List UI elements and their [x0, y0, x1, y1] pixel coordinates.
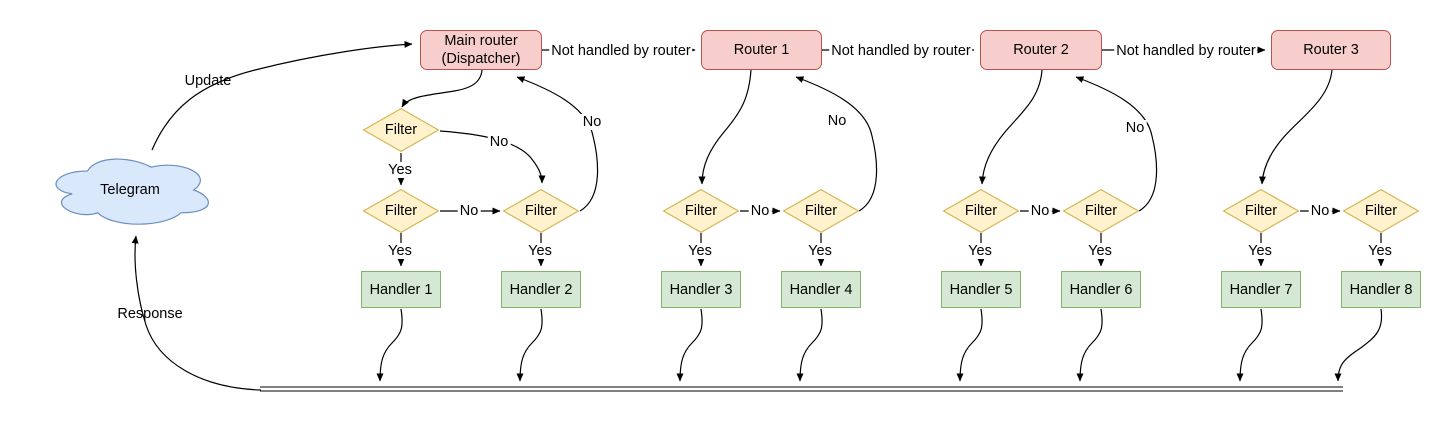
edge-h5-bus: [956, 308, 983, 382]
edge-h7-bus: [1236, 308, 1263, 382]
edge-h2-bus: [516, 308, 543, 382]
filter-node-8: Filter: [1343, 189, 1419, 233]
yes-label: Yes: [1246, 243, 1274, 259]
no-label: No: [825, 113, 849, 129]
filter-label: Filter: [384, 203, 418, 219]
edge-h4-bus: [796, 308, 823, 382]
filter-node-7: Filter: [1223, 189, 1299, 233]
filter-label: Filter: [964, 203, 998, 219]
yes-label: Yes: [966, 243, 994, 259]
no-label: No: [457, 203, 481, 219]
handler-1-label: Handler 1: [369, 281, 433, 298]
router-2-label: Router 2: [1013, 42, 1069, 58]
edge-router2-to-filter: [978, 69, 1043, 185]
filter-label: Filter: [384, 122, 418, 138]
yes-label: Yes: [526, 243, 554, 259]
filter-label: Filter: [804, 203, 838, 219]
filter-label: Filter: [1364, 203, 1398, 219]
handler-1-node: Handler 1: [361, 271, 441, 308]
main-router-label: Main router (Dispatcher): [441, 33, 521, 67]
no-label: No: [1123, 120, 1147, 136]
edge-topfilter-no: [439, 130, 546, 184]
yes-label: Yes: [1366, 243, 1394, 259]
handler-2-node: Handler 2: [501, 271, 581, 308]
no-label: No: [580, 114, 604, 130]
handler-3-node: Handler 3: [661, 271, 741, 308]
telegram-label: Telegram: [100, 182, 160, 198]
edge-update: [151, 40, 413, 151]
handler-5-node: Handler 5: [941, 271, 1021, 308]
filter-node-6: Filter: [1063, 189, 1139, 233]
not-handled-label-2: Not handled by router: [829, 43, 973, 59]
filter-label: Filter: [684, 203, 718, 219]
yes-label: Yes: [386, 243, 414, 259]
handler-6-label: Handler 6: [1069, 281, 1133, 298]
handler-5-label: Handler 5: [949, 281, 1013, 298]
cloud-shape: [55, 158, 209, 225]
filter-node-dispatcher-top: Filter: [363, 108, 439, 152]
filter-label: Filter: [524, 203, 558, 219]
yes-label: Yes: [1086, 243, 1114, 259]
filter-label: Filter: [1084, 203, 1118, 219]
router-1-node: Router 1: [701, 30, 822, 70]
yes-label: Yes: [386, 162, 414, 178]
handler-8-label: Handler 8: [1349, 281, 1413, 298]
filter-node-1: Filter: [363, 189, 439, 233]
no-label: No: [487, 134, 511, 150]
edge-return-router2: [1075, 76, 1158, 212]
no-label: No: [1308, 203, 1332, 219]
filter-node-4: Filter: [783, 189, 859, 233]
handler-7-label: Handler 7: [1229, 281, 1293, 298]
filter-node-5: Filter: [943, 189, 1019, 233]
handler-6-node: Handler 6: [1061, 271, 1141, 308]
edge-response: [131, 235, 262, 391]
handler-4-label: Handler 4: [789, 281, 853, 298]
update-label: Update: [184, 73, 232, 89]
edge-h3-bus: [676, 308, 703, 382]
response-label: Response: [117, 306, 183, 322]
router-1-label: Router 1: [733, 42, 790, 58]
main-router-node: Main router (Dispatcher): [420, 30, 542, 70]
not-handled-label-3: Not handled by router: [1114, 43, 1258, 59]
handler-3-label: Handler 3: [669, 281, 733, 298]
router-3-label: Router 3: [1303, 42, 1359, 58]
yes-label: Yes: [806, 243, 834, 259]
handler-4-node: Handler 4: [781, 271, 861, 308]
filter-node-2: Filter: [503, 189, 579, 233]
filter-label: Filter: [1244, 203, 1278, 219]
no-label: No: [748, 203, 772, 219]
handler-2-label: Handler 2: [509, 281, 573, 298]
telegram-cloud: Telegram: [45, 152, 215, 228]
no-label: No: [1028, 203, 1052, 219]
yes-label: Yes: [686, 243, 714, 259]
router-2-node: Router 2: [980, 30, 1102, 70]
not-handled-label-1: Not handled by router: [549, 43, 693, 59]
edge-return-main: [516, 76, 599, 212]
edge-router1-to-filter: [698, 69, 752, 185]
edge-return-router1: [795, 76, 878, 212]
edge-h8-bus: [1334, 308, 1383, 382]
filter-node-3: Filter: [663, 189, 739, 233]
edge-h1-bus: [376, 308, 403, 382]
handler-7-node: Handler 7: [1221, 271, 1301, 308]
edge-dispatcher-to-filter: [401, 69, 483, 108]
edge-router3-to-filter: [1258, 69, 1333, 185]
edge-h6-bus: [1076, 308, 1103, 382]
handler-8-node: Handler 8: [1341, 271, 1421, 308]
router-3-node: Router 3: [1271, 30, 1391, 70]
